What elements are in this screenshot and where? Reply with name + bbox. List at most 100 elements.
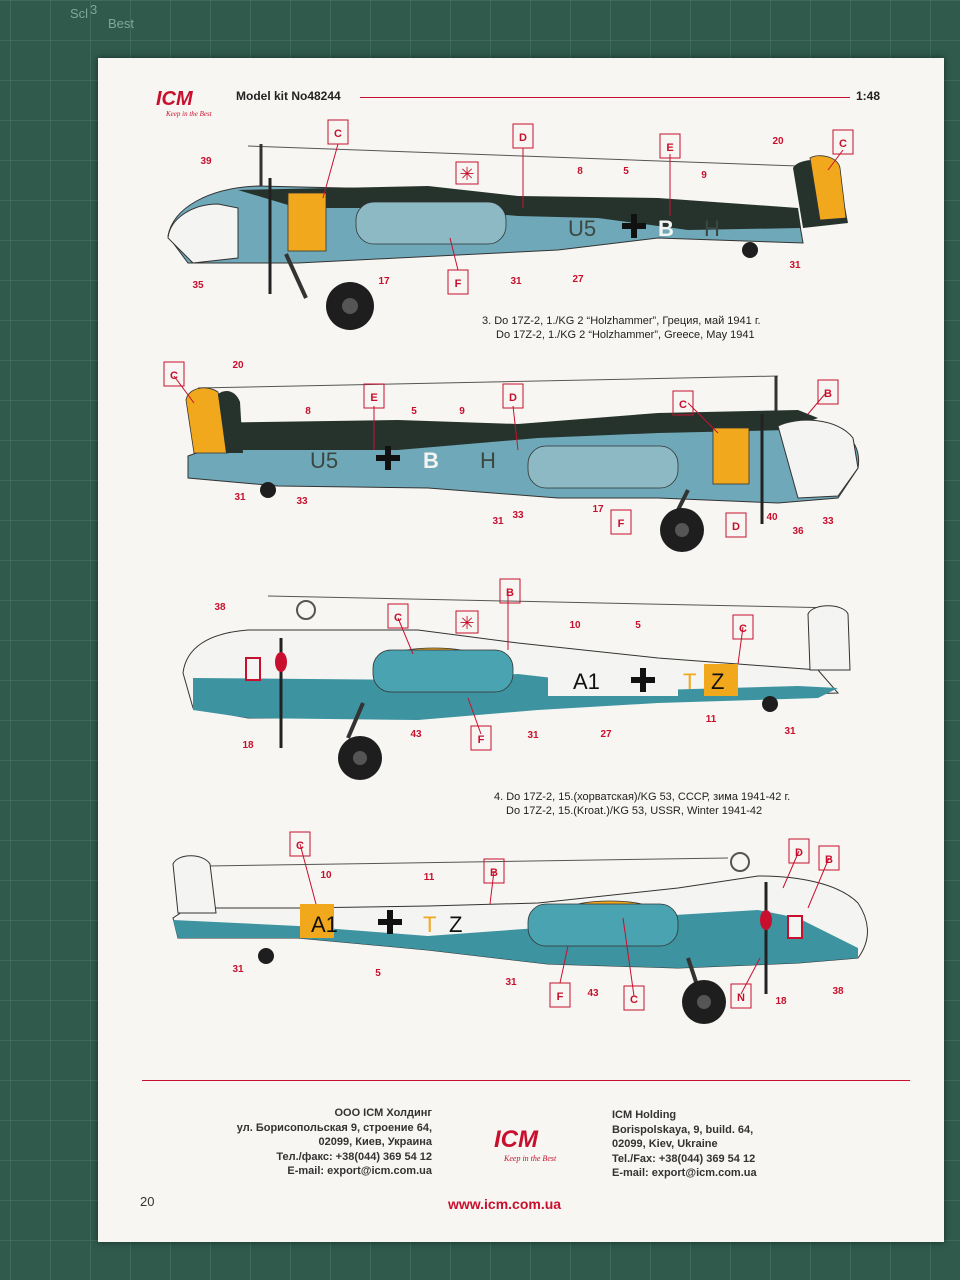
callout-number: 39 (200, 156, 212, 167)
callout-number: 31 (510, 276, 522, 287)
callout-number: 5 (635, 620, 641, 631)
callout-letter: C (394, 612, 402, 624)
callout-number: 33 (296, 496, 308, 507)
profile-1-code-left: U5 (568, 216, 596, 241)
profile-4-code-left: A1 (311, 912, 338, 937)
callout-number: 31 (492, 516, 504, 527)
callout-letter: C (739, 623, 747, 635)
callout-leaders (173, 143, 844, 997)
callout-number: 8 (577, 166, 583, 177)
callout-letter: D (795, 847, 803, 859)
callout-number: 5 (623, 166, 629, 177)
callout-number: 5 (411, 406, 417, 417)
address-ru-line: E-mail: export@icm.com.ua (287, 1165, 432, 1177)
star-icon: ✳ (459, 164, 474, 184)
callout-letter: C (334, 128, 342, 140)
address-en-line: ICM Holding (612, 1109, 677, 1121)
callout-number: 8 (305, 406, 311, 417)
profile-3-code-left: A1 (573, 669, 600, 694)
callout-number: 31 (505, 977, 517, 988)
profile-3-aircraft: A1 T Z (182, 595, 851, 780)
callout-letter: C (679, 399, 687, 411)
icm-logo-tagline: Keep in the Best (166, 110, 212, 118)
callout-number: 33 (822, 516, 834, 527)
profile-3-caption-en: Do 17Z-2, 1./KG 2 “Holzhammer”, Greece, … (496, 329, 755, 341)
star-icon: ✳ (459, 613, 474, 633)
callout-letter: B (824, 388, 832, 400)
callout-number: 31 (234, 492, 246, 503)
address-en-line: Tel./Fax: +38(044) 369 54 12 (612, 1152, 756, 1165)
callout-number: 36 (792, 526, 804, 537)
callout-letter: B (490, 867, 498, 879)
callout-letters: C D E C F C E D C B F D C (163, 119, 854, 1011)
instruction-page: ICM Keep in the Best Model kit No48244 1… (98, 58, 944, 1242)
address-ru-line: ООО ICM Холдинг (334, 1107, 432, 1119)
callout-number: 31 (527, 730, 539, 741)
callout-number: 40 (766, 512, 778, 523)
address-en-line: 02099, Kiev, Ukraine (612, 1138, 718, 1150)
profile-4-caption-en: Do 17Z-2, 15.(Kroat.)/KG 53, USSR, Winte… (506, 805, 763, 817)
callout-number: 33 (512, 510, 524, 521)
profile-3-code-right: T (683, 669, 696, 694)
callout-letter: B (506, 587, 514, 599)
profile-4-code-right: T (423, 912, 436, 937)
profile-2-code-left: U5 (310, 448, 338, 473)
page-number: 20 (140, 1194, 155, 1209)
callout-letter: C (296, 840, 304, 852)
profile-3-caption-ru: 3. Do 17Z-2, 1./KG 2 “Holzhammer”, Греци… (482, 315, 761, 327)
kit-number: Model kit No48244 (236, 89, 341, 103)
callout-number: 35 (192, 280, 204, 291)
callout-number: 10 (569, 620, 581, 631)
profile-2-code-tail: H (480, 448, 496, 473)
callout-letter: F (478, 734, 485, 746)
address-ru: ООО ICM Холдинг ул. Борисопольская 9, ст… (198, 1106, 432, 1179)
callout-number: 38 (214, 602, 226, 613)
mat-text: Scl (70, 6, 89, 21)
profile-2-aircraft: U5 B H (185, 375, 860, 552)
callout-number: 20 (232, 360, 244, 371)
callout-letter: N (737, 992, 745, 1004)
address-ru-line: 02099, Киев, Украина (318, 1136, 432, 1148)
callout-number: 11 (424, 872, 435, 883)
star-symbol-box (455, 161, 479, 185)
callout-number: 31 (784, 726, 796, 737)
footer-rule (142, 1080, 910, 1081)
callout-number: 27 (600, 729, 612, 740)
profile-4-code-tail: Z (449, 912, 462, 937)
callout-number: 17 (592, 504, 604, 515)
callout-letter: F (455, 278, 462, 290)
icm-footer-tagline: Keep in the Best (504, 1154, 557, 1163)
profile-1-aircraft: U5 B H (167, 144, 848, 330)
header-rule (360, 97, 850, 98)
callout-letter: E (370, 392, 377, 404)
address-ru-line: ул. Борисопольская 9, строение 64, (236, 1121, 432, 1134)
callout-number: 43 (410, 729, 422, 740)
callout-number: 9 (459, 406, 465, 417)
profile-3-code-tail: Z (711, 669, 724, 694)
address-en-line: E-mail: export@icm.com.ua (612, 1167, 757, 1179)
address-en-line: Borispolskaya, 9, build. 64, (612, 1123, 754, 1136)
star-symbol-box (455, 610, 479, 634)
icm-logo: ICM (156, 88, 193, 110)
callout-number: 38 (832, 986, 844, 997)
callout-number: 20 (772, 136, 784, 147)
profile-1-code-right: B (658, 216, 674, 241)
callout-number: 31 (789, 260, 801, 271)
callout-number: 10 (320, 870, 332, 881)
profile-1-code-tail: H (704, 216, 720, 241)
profile-2-code-right: B (423, 448, 439, 473)
callout-number: 9 (701, 170, 707, 181)
callout-letter: F (618, 518, 625, 530)
callout-letter: F (557, 991, 564, 1003)
callout-letter: C (170, 370, 178, 382)
callout-letter: C (630, 994, 638, 1006)
callout-number: 5 (375, 968, 381, 979)
website-link[interactable]: www.icm.com.ua (448, 1196, 562, 1212)
icm-footer-logo: ICM (494, 1126, 538, 1153)
mat-text: Best (108, 16, 135, 31)
callout-numbers: 39 35 17 8 5 9 31 27 20 31 20 8 5 9 31 3… (192, 136, 844, 1007)
callout-letter: E (666, 142, 673, 154)
address-en: ICM Holding Borispolskaya, 9, build. 64,… (612, 1108, 757, 1181)
callout-letter: B (825, 854, 833, 866)
callout-number: 11 (706, 714, 717, 725)
